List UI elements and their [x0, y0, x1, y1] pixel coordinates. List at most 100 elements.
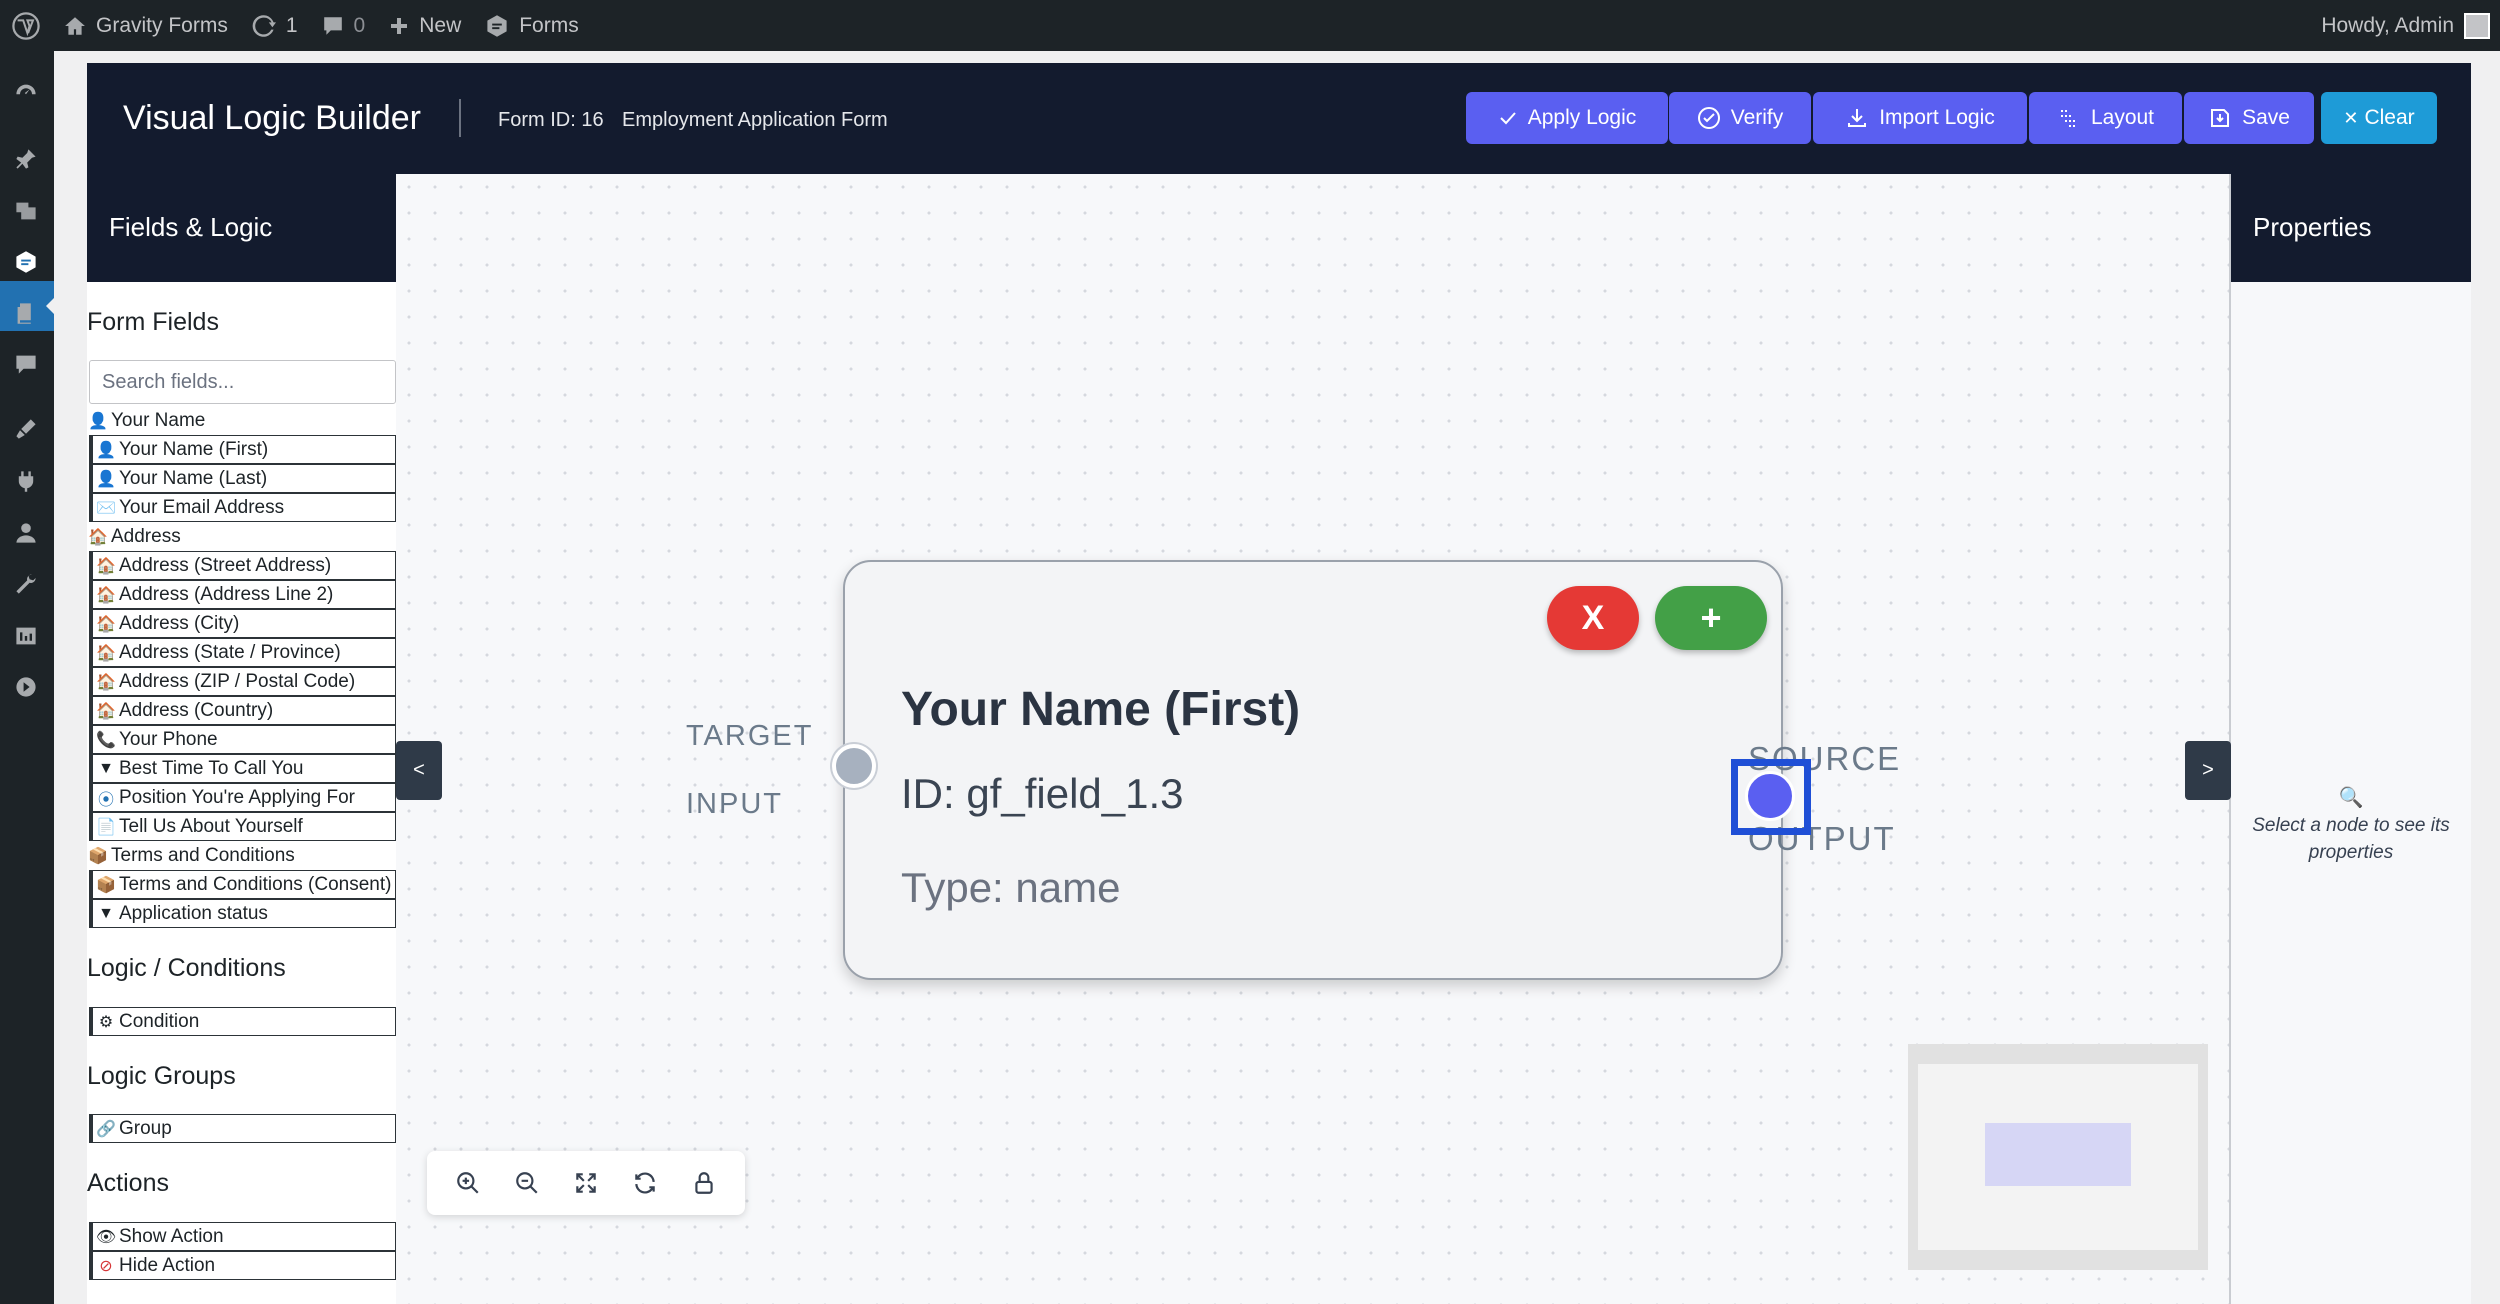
field-item-terms-consent[interactable]: 📦Terms and Conditions (Consent) — [89, 870, 396, 899]
pages-icon[interactable] — [12, 299, 40, 327]
target-handle[interactable] — [832, 744, 876, 788]
wordpress-logo-icon[interactable] — [0, 0, 52, 51]
comments-menu-icon[interactable] — [12, 350, 40, 378]
house-icon: 🏠 — [96, 615, 116, 633]
expand-icon — [576, 1173, 596, 1193]
lock-button[interactable] — [679, 1158, 729, 1208]
show-action-label: Show Action — [119, 1225, 224, 1247]
field-item-phone[interactable]: 📞Your Phone — [89, 725, 396, 754]
settings-icon[interactable] — [12, 622, 40, 650]
target-label: TARGET — [686, 720, 814, 752]
media-icon[interactable] — [12, 197, 40, 225]
field-item-your-name[interactable]: 👤Your Name — [87, 406, 396, 435]
show-action-item[interactable]: 👁Show Action — [89, 1222, 396, 1251]
check-icon — [1499, 112, 1516, 125]
field-item-terms[interactable]: 📦Terms and Conditions — [87, 841, 396, 870]
field-item-address-city[interactable]: 🏠Address (City) — [89, 609, 396, 638]
node-type: Type: name — [901, 864, 1121, 911]
updates-link[interactable]: 1 — [240, 0, 310, 51]
new-content-link[interactable]: New — [377, 0, 473, 51]
dashboard-icon[interactable] — [12, 79, 40, 107]
forms-link[interactable]: Forms — [473, 0, 591, 51]
apply-logic-button[interactable]: Apply Logic — [1466, 92, 1668, 144]
howdy-text: Howdy, Admin — [2321, 13, 2454, 37]
minimap[interactable] — [1908, 1044, 2208, 1270]
layout-button[interactable]: Layout — [2029, 92, 2182, 144]
condition-item[interactable]: ⚙Condition — [89, 1007, 396, 1036]
field-item-address-country[interactable]: 🏠Address (Country) — [89, 696, 396, 725]
field-label: Position You're Applying For — [119, 786, 356, 808]
properties-empty-state: 🔍 Select a node to see its properties — [2231, 785, 2471, 866]
field-item-address[interactable]: 🏠Address — [87, 522, 396, 551]
home-icon — [65, 16, 85, 35]
hide-action-item[interactable]: ⊘Hide Action — [89, 1251, 396, 1280]
search-icon: 🔍 — [2338, 787, 2364, 809]
package-icon: 📦 — [88, 847, 108, 865]
input-label: INPUT — [686, 788, 783, 820]
field-item-address-street[interactable]: 🏠Address (Street Address) — [89, 551, 396, 580]
save-button[interactable]: Save — [2184, 92, 2314, 144]
radio-icon: ⦿ — [97, 791, 114, 809]
field-item-address-zip[interactable]: 🏠Address (ZIP / Postal Code) — [89, 667, 396, 696]
field-node[interactable]: X + Your Name (First) ID: gf_field_1.3 T… — [843, 560, 1783, 980]
clear-button[interactable]: ✕ Clear — [2321, 92, 2437, 144]
gravity-forms-menu-icon[interactable] — [12, 248, 40, 276]
layout-icon — [2060, 110, 2077, 127]
header-divider — [459, 99, 461, 137]
package-icon: 📦 — [96, 876, 116, 894]
site-name: Gravity Forms — [96, 13, 228, 37]
field-item-your-name-last[interactable]: 👤Your Name (Last) — [89, 464, 396, 493]
field-item-application-status[interactable]: ▼Application status — [89, 899, 396, 928]
hide-action-label: Hide Action — [119, 1254, 216, 1276]
field-label: Terms and Conditions (Consent) — [119, 873, 392, 895]
field-label: Best Time To Call You — [119, 757, 304, 779]
field-item-position[interactable]: ⦿ Position You're Applying For — [89, 783, 396, 812]
collapse-left-button[interactable]: < — [396, 741, 442, 800]
group-item[interactable]: 🔗Group — [89, 1114, 396, 1143]
verify-button[interactable]: Verify — [1669, 92, 1811, 144]
reset-view-button[interactable] — [620, 1158, 670, 1208]
field-item-about-yourself[interactable]: 📄Tell Us About Yourself — [89, 812, 396, 841]
collapse-menu-icon[interactable] — [12, 673, 40, 701]
delete-node-button[interactable]: X — [1547, 586, 1639, 650]
dropdown-icon: ▼ — [98, 759, 114, 777]
comments-link[interactable]: 0 — [310, 0, 378, 51]
pin-icon[interactable] — [12, 145, 40, 173]
comment-icon — [323, 16, 342, 35]
actions-title: Actions — [87, 1169, 169, 1197]
my-account-link[interactable]: Howdy, Admin — [2309, 0, 2500, 51]
appearance-icon[interactable] — [12, 415, 40, 443]
collapse-right-button[interactable]: > — [2185, 741, 2231, 800]
new-label: New — [419, 13, 462, 37]
zoom-in-button[interactable] — [443, 1158, 493, 1208]
download-icon — [1848, 109, 1867, 127]
field-item-your-name-first[interactable]: 👤Your Name (First) — [89, 435, 396, 464]
source-handle[interactable] — [1745, 771, 1795, 821]
site-name-link[interactable]: Gravity Forms — [52, 0, 240, 51]
plugins-icon[interactable] — [12, 467, 40, 495]
field-label: Terms and Conditions — [111, 844, 295, 866]
field-label: Address — [111, 525, 181, 547]
save-label: Save — [2242, 106, 2290, 129]
lock-icon — [694, 1172, 713, 1194]
users-icon[interactable] — [12, 519, 40, 547]
tools-icon[interactable] — [12, 570, 40, 598]
field-label: Address (Country) — [119, 699, 274, 721]
zoom-out-button[interactable] — [502, 1158, 552, 1208]
field-item-email[interactable]: ✉️Your Email Address — [89, 493, 396, 522]
group-label: Group — [119, 1117, 172, 1139]
field-label: Address (ZIP / Postal Code) — [119, 670, 356, 692]
add-node-button[interactable]: + — [1655, 586, 1767, 650]
fit-view-button[interactable] — [561, 1158, 611, 1208]
field-item-address-state[interactable]: 🏠Address (State / Province) — [89, 638, 396, 667]
canvas-controls — [427, 1151, 745, 1215]
field-item-best-time[interactable]: ▼ Best Time To Call You — [89, 754, 396, 783]
search-fields-input[interactable] — [89, 360, 396, 404]
check-circle-icon — [1697, 107, 1720, 129]
form-fields-title: Form Fields — [87, 308, 219, 336]
admin-bar: Gravity Forms 1 0 New Forms Howdy, Admin — [0, 0, 2500, 51]
field-item-address-line2[interactable]: 🏠Address (Address Line 2) — [89, 580, 396, 609]
import-logic-button[interactable]: Import Logic — [1813, 92, 2027, 144]
condition-label: Condition — [119, 1010, 200, 1032]
close-icon: ✕ — [2343, 107, 2359, 128]
